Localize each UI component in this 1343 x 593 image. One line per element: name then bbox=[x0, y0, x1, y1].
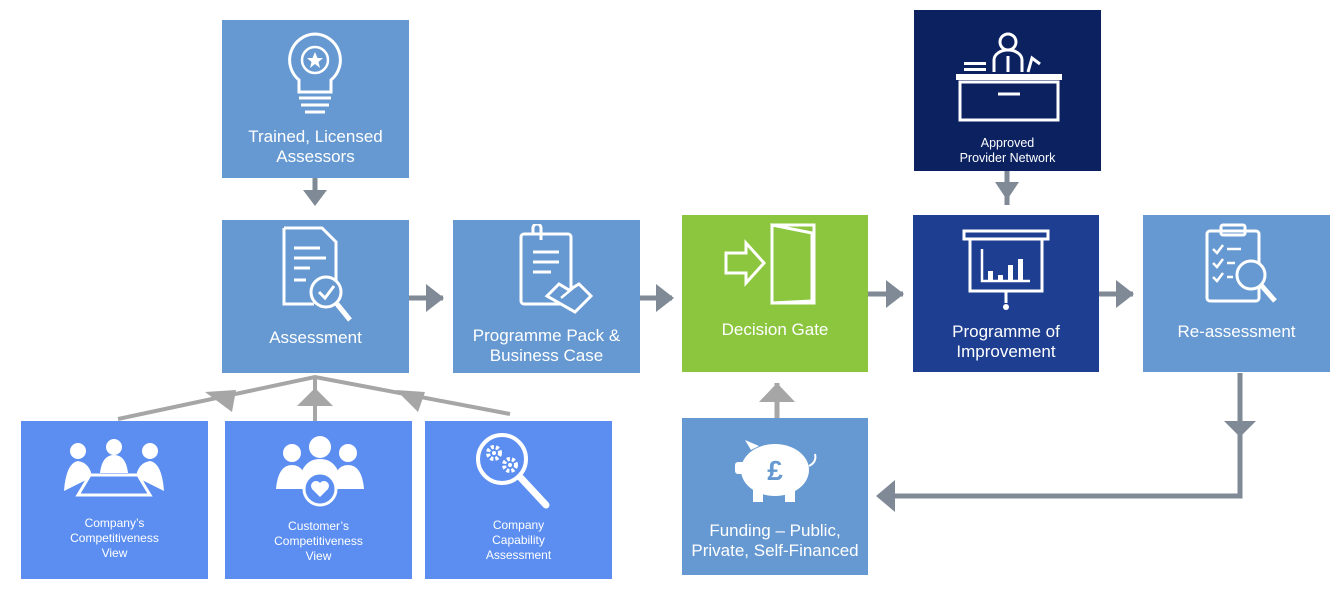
capability-label: Company Capability Assessment bbox=[485, 518, 552, 562]
provider-network-box: Approved Provider Network bbox=[914, 10, 1101, 171]
decision-gate-label: Decision Gate bbox=[721, 320, 829, 339]
funding-label: Funding – Public, Private, Self-Financed bbox=[691, 521, 859, 560]
assessment-box: Assessment bbox=[222, 220, 409, 373]
decision-gate-box: Decision Gate bbox=[682, 215, 868, 372]
clipboard-search-icon bbox=[1205, 223, 1277, 303]
programme-improvement-label: Programme of Improvement bbox=[952, 322, 1060, 361]
assessment-label: Assessment bbox=[269, 328, 362, 347]
door-enter-icon bbox=[724, 223, 816, 305]
assessors-box: Trained, Licensed Assessors bbox=[222, 20, 409, 178]
assessors-label: Trained, Licensed Assessors bbox=[248, 127, 383, 166]
contract-handshake-icon bbox=[519, 224, 594, 314]
reception-desk-icon bbox=[956, 32, 1062, 122]
piggy-bank-pound-icon: £ bbox=[735, 440, 817, 502]
programme-pack-box: Programme Pack & Business Case bbox=[453, 220, 640, 373]
presentation-chart-icon bbox=[962, 229, 1050, 310]
programme-pack-label: Programme Pack & Business Case bbox=[472, 326, 621, 365]
reassessment-box: Re-assessment bbox=[1143, 215, 1330, 372]
meeting-table-icon bbox=[64, 439, 164, 497]
customer-view-box: Customer’s Competitiveness View bbox=[225, 421, 412, 579]
lightbulb-star-icon bbox=[288, 32, 342, 114]
provider-network-label: Approved Provider Network bbox=[959, 136, 1056, 165]
reassessment-label: Re-assessment bbox=[1177, 322, 1296, 341]
customer-view-label: Customer’s Competitiveness View bbox=[274, 519, 363, 563]
customers-heart-icon bbox=[276, 436, 364, 507]
capability-box: Company Capability Assessment bbox=[425, 421, 612, 579]
svg-text:£: £ bbox=[767, 455, 783, 486]
company-view-label: Company’s Competitiveness View bbox=[70, 516, 159, 560]
programme-improvement-box: Programme of Improvement bbox=[913, 215, 1099, 372]
funding-box: £ Funding – Public, Private, Self-Financ… bbox=[682, 418, 868, 575]
company-view-box: Company’s Competitiveness View bbox=[21, 421, 208, 579]
document-check-icon bbox=[282, 226, 352, 322]
magnifier-gears-icon bbox=[476, 433, 550, 509]
